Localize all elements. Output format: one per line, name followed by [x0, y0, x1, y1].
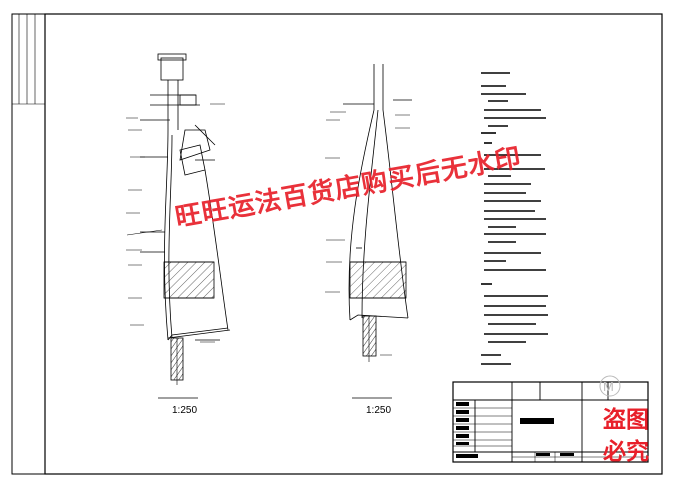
- inner-frame: [44, 13, 663, 475]
- binding-strip: [12, 14, 45, 105]
- logo-mark: M: [599, 375, 621, 397]
- title-block: [452, 381, 649, 463]
- copyright-seal: 盗图 必究: [594, 404, 658, 468]
- seal-line-1: 盗图: [603, 406, 649, 433]
- left-dam-section: [126, 53, 231, 399]
- seal-line-2: 必究: [603, 438, 649, 465]
- right-dam-section: [325, 64, 412, 399]
- notes-column: [481, 72, 548, 365]
- outer-frame: [11, 13, 663, 475]
- left-section-scale: 1:250: [172, 405, 198, 416]
- right-section-scale: 1:250: [366, 405, 392, 416]
- svg-text:M: M: [603, 379, 614, 394]
